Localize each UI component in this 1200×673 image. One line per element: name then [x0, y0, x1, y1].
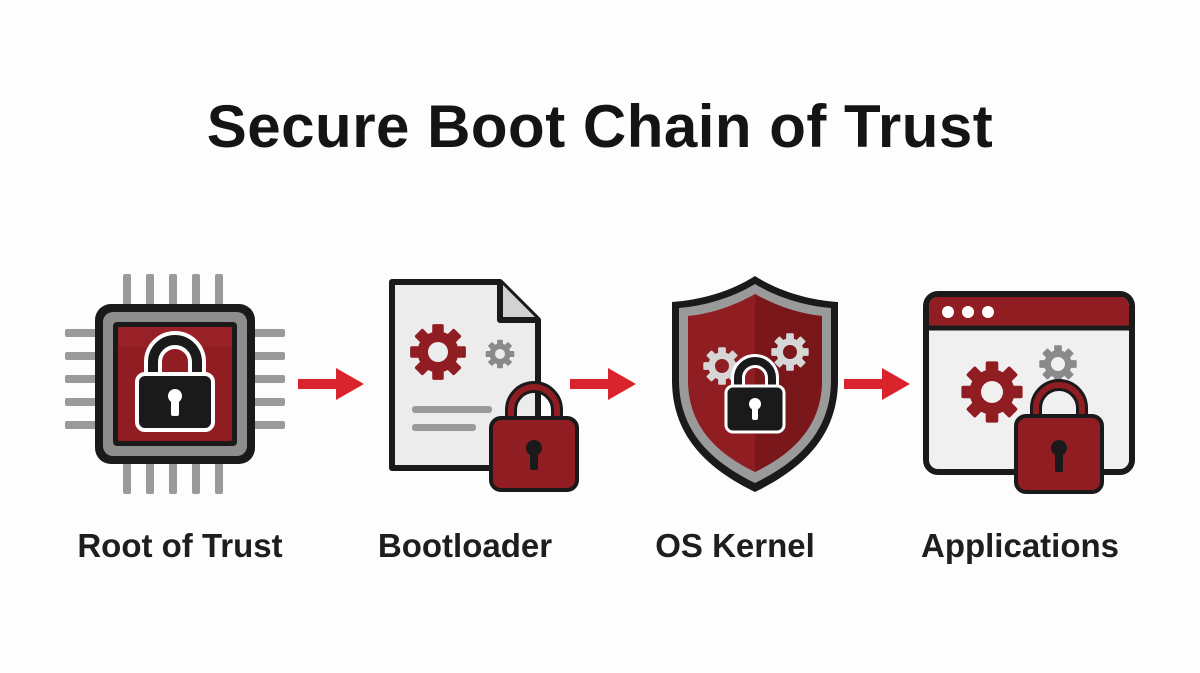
- stage-label-os-kernel: OS Kernel: [655, 527, 815, 564]
- shield-gear-lock-icon: [672, 276, 838, 492]
- stage-label-root-of-trust: Root of Trust: [77, 527, 283, 564]
- diagram-title: Secure Boot Chain of Trust: [206, 93, 994, 160]
- arrow-right-icon: [570, 368, 636, 400]
- arrow-right-icon: [298, 368, 364, 400]
- stage-label-applications: Applications: [920, 527, 1120, 564]
- stage-bootloader: [368, 272, 598, 496]
- stage-label-bootloader: Bootloader: [377, 527, 553, 564]
- stage-root-of-trust: [63, 272, 293, 496]
- document-gear-lock-icon: [389, 279, 579, 492]
- arrow-right-icon: [844, 368, 910, 400]
- window-gear-lock-icon: [923, 291, 1135, 494]
- chip-lock-icon: [65, 274, 285, 494]
- stage-applications: [918, 286, 1148, 498]
- stage-os-kernel: [640, 270, 870, 498]
